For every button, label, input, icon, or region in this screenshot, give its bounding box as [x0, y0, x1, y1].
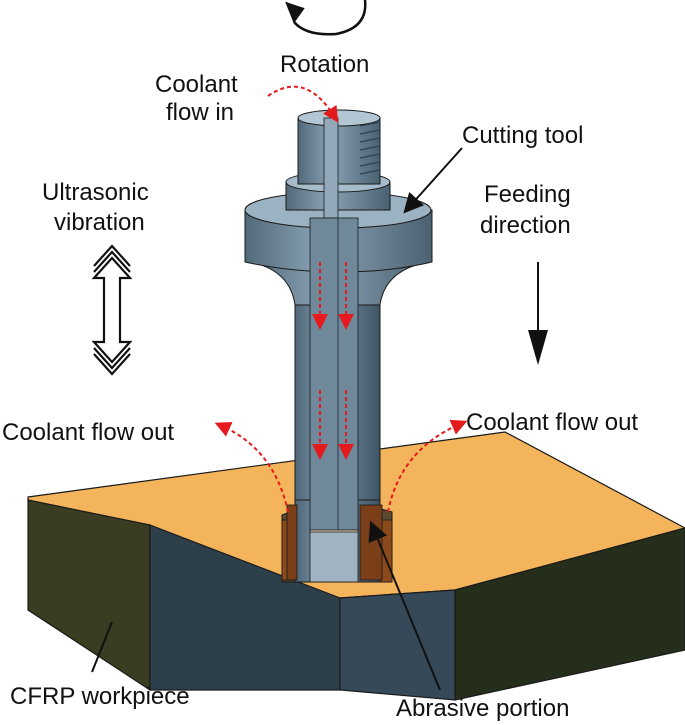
coolant-flow-arrows — [214, 85, 468, 513]
cutting-tool-label: Cutting tool — [462, 122, 583, 149]
ultrasonic-label-line2: vibration — [54, 209, 145, 236]
ultrasonic-label-line1: Ultrasonic — [42, 179, 149, 206]
abrasive-portion-label: Abrasive portion — [396, 695, 569, 722]
coolant-out-left-label: Coolant flow out — [2, 419, 174, 446]
cfrp-leader — [91, 621, 113, 673]
tool-thread — [359, 121, 381, 175]
coolant-in-label-line2: flow in — [166, 99, 234, 126]
labels: Rotation Coolant flow in Cutting tool Ul… — [2, 51, 638, 722]
coolant-out-right-label: Coolant flow out — [466, 409, 638, 436]
down-arrow-icon — [528, 262, 548, 365]
cutting-tool-leader — [403, 147, 463, 214]
leader-lines — [91, 147, 463, 691]
coolant-in-arrow — [267, 85, 339, 123]
abrasive-leader — [368, 520, 441, 691]
circular-arrow-icon — [285, 0, 367, 36]
abrasive-ring-left — [286, 504, 298, 581]
cutting-tool — [244, 109, 433, 583]
workpiece-left-face — [27, 499, 151, 692]
cfrp-workpiece-label: CFRP workpiece — [10, 683, 190, 710]
tool-shank — [297, 117, 381, 185]
rotation-label: Rotation — [280, 51, 369, 78]
coolant-out-right-arrow — [387, 419, 468, 513]
feeding-label-line1: Feeding — [484, 181, 571, 208]
workpiece-section-face — [339, 589, 456, 701]
tool-inner-bore-lower — [309, 529, 359, 583]
tool-inner-bore — [309, 217, 359, 531]
tool-inner-channel — [323, 117, 339, 219]
coolant-out-left-arrow — [214, 422, 289, 513]
tool-shank-top — [297, 109, 381, 127]
feeding-label-line2: direction — [480, 212, 571, 239]
coolant-in-label-line1: Coolant — [155, 71, 238, 98]
double-headed-arrow-icon — [91, 244, 133, 376]
